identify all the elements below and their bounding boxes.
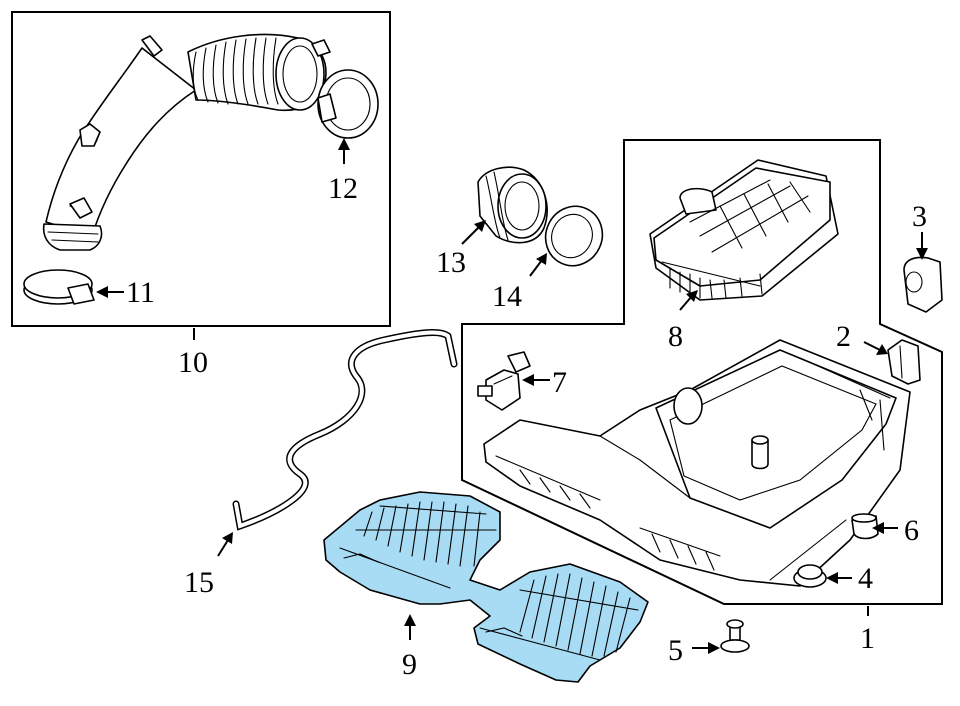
hose-clamp-lower xyxy=(23,269,95,305)
hose-clamp-upper xyxy=(317,69,379,139)
air-cleaner-housing xyxy=(483,339,911,587)
clip-part-3 xyxy=(903,256,943,313)
callout-8: 8 xyxy=(668,320,683,353)
callout-13: 13 xyxy=(436,246,466,279)
inset-box-intake-duct xyxy=(11,11,391,327)
callout-5: 5 xyxy=(668,634,683,667)
callout-11: 11 xyxy=(126,276,155,309)
air-intake-duct-highlighted xyxy=(323,491,649,683)
callout-3: 3 xyxy=(912,200,927,233)
callout-10: 10 xyxy=(178,346,208,379)
vacuum-hose xyxy=(232,329,458,531)
leader-arrows xyxy=(96,138,928,654)
mass-air-flow-housing xyxy=(477,166,548,244)
seal-ring xyxy=(544,205,604,267)
intake-duct xyxy=(42,33,331,251)
bolt xyxy=(720,619,750,653)
callout-9: 9 xyxy=(402,648,417,681)
callout-12: 12 xyxy=(328,172,358,205)
solenoid-valve xyxy=(477,351,531,411)
grommet xyxy=(851,513,879,540)
callout-labels: 1 2 3 4 5 6 7 8 9 10 11 12 13 14 15 xyxy=(126,172,927,681)
callout-7: 7 xyxy=(552,366,567,399)
air-filter-element xyxy=(649,159,839,301)
insulator xyxy=(793,564,827,588)
callout-1: 1 xyxy=(860,622,875,655)
callout-15: 15 xyxy=(184,566,214,599)
callout-6: 6 xyxy=(904,514,919,547)
clip-part-2 xyxy=(887,339,921,385)
inset-box-air-cleaner xyxy=(461,139,943,605)
callout-2: 2 xyxy=(836,320,851,353)
callout-4: 4 xyxy=(858,562,873,595)
callout-14: 14 xyxy=(492,280,522,313)
